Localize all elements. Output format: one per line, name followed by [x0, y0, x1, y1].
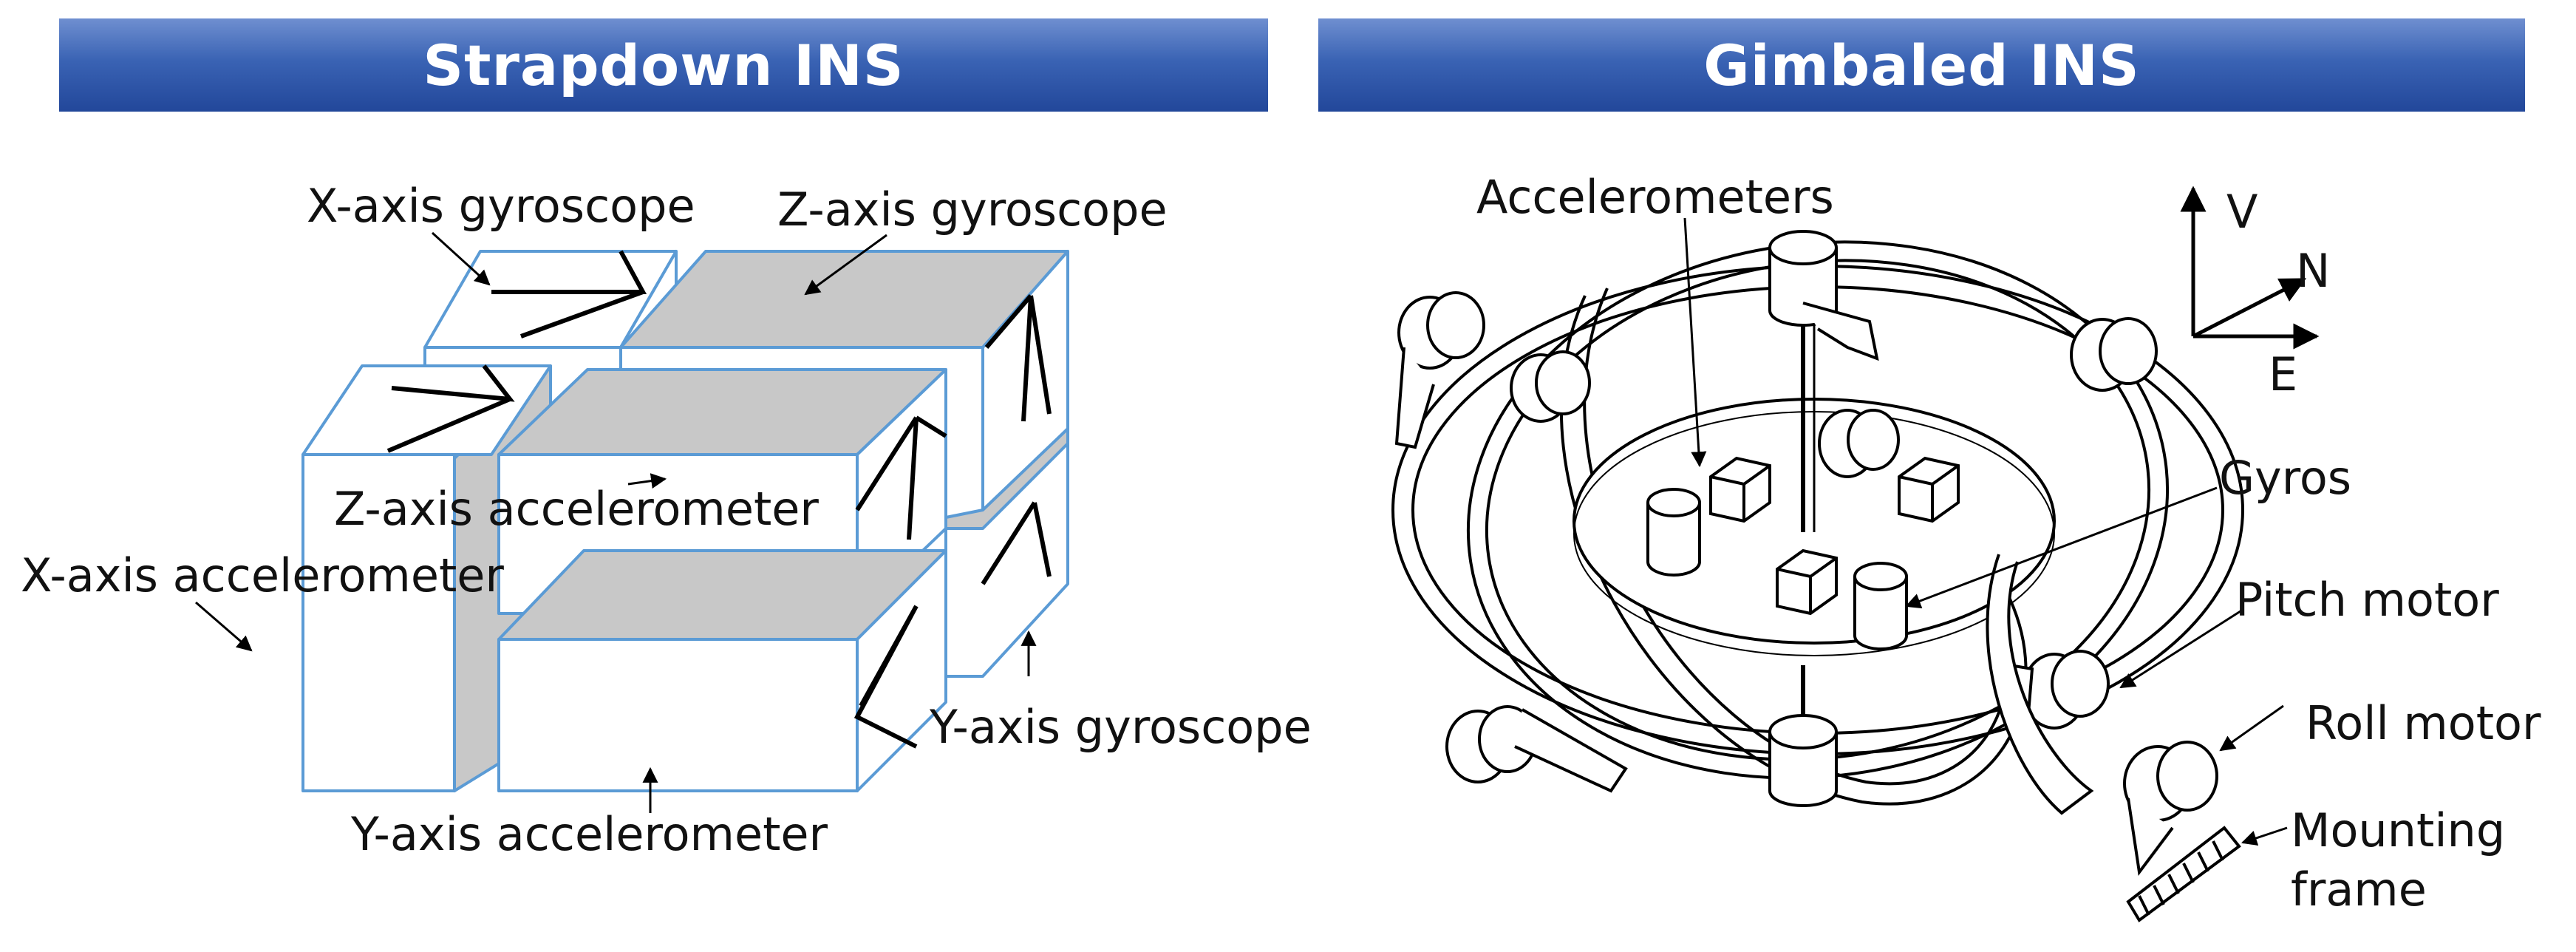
gimbaled-title-banner: Gimbaled INS — [1318, 18, 2525, 112]
accelerometers-label: Accelerometers — [1476, 170, 1834, 224]
e-axis-label: E — [2269, 347, 2297, 401]
gimbaled-labels: Accelerometers Gyros Pitch motor Roll mo… — [1476, 170, 2541, 917]
gyros-label: Gyros — [2219, 451, 2351, 505]
gyro-cylinder-1 — [1646, 488, 1701, 577]
z-gyroscope-arrow — [804, 234, 887, 296]
top-motor — [1768, 230, 1879, 361]
gimbaled-title: Gimbaled INS — [1703, 32, 2140, 98]
z-accelerometer-label: Z-axis accelerometer — [334, 482, 819, 536]
accelerometer-cube-1 — [1709, 456, 1771, 523]
n-axis-label: N — [2296, 244, 2330, 298]
y-gyroscope-label: Y-axis gyroscope — [929, 700, 1312, 754]
left-motor-bottom — [1445, 705, 1628, 793]
strapdown-title-banner: Strapdown INS — [59, 18, 1268, 112]
mounting-frame-label-line2: frame — [2291, 863, 2427, 917]
x-accelerometer-block — [301, 364, 552, 792]
platform-sensors — [1646, 409, 1960, 650]
sensor-marks — [386, 250, 1052, 749]
gyro-cylinder-2 — [1853, 562, 1908, 650]
left-motor-upper — [1394, 291, 1485, 449]
mounting-frame-arrow — [2241, 826, 2288, 846]
z-accelerometer-arrow — [627, 473, 667, 489]
y-accelerometer-label: Y-axis accelerometer — [350, 807, 828, 861]
z-gyroscope-label: Z-axis gyroscope — [777, 183, 1168, 237]
x-accelerometer-label: X-axis accelerometer — [21, 548, 504, 602]
roll-motor-arrow — [2219, 704, 2284, 752]
roll-motor-label: Roll motor — [2306, 696, 2541, 750]
accelerometer-cube-2 — [1898, 456, 1960, 523]
mounting-frame — [2126, 826, 2241, 922]
axis-indicator — [2180, 186, 2320, 350]
x-accelerometer-arrow — [195, 601, 253, 652]
y-accelerometer-block — [497, 549, 947, 792]
x-gyroscope-arrow — [431, 231, 491, 286]
roll-motor — [2123, 741, 2218, 877]
strapdown-title: Strapdown INS — [423, 32, 904, 98]
accelerometers-arrow — [1683, 217, 1707, 468]
left-motor-lower — [1510, 350, 1591, 423]
gyros-arrow — [1905, 486, 2218, 609]
strapdown-arrows — [195, 231, 1037, 813]
pitch-motor — [1986, 554, 2110, 815]
n-axis-arrow — [2192, 277, 2307, 339]
accelerometer-cube-3 — [1776, 548, 1838, 616]
v-axis-label: V — [2226, 185, 2258, 239]
mounting-frame-label-line1: Mounting — [2291, 803, 2505, 857]
gyro-cylinder-3 — [1818, 409, 1900, 478]
strapdown-labels: X-axis gyroscope Z-axis gyroscope Z-axis… — [21, 179, 1312, 861]
gimbal-motors — [1394, 230, 2241, 922]
x-gyroscope-label: X-axis gyroscope — [307, 179, 695, 233]
bottom-motor — [1768, 714, 1838, 807]
right-motor-upper — [2070, 317, 2158, 392]
pitch-motor-label: Pitch motor — [2235, 573, 2499, 627]
gimbaled-arrows — [1683, 217, 2288, 846]
pitch-motor-arrow — [2119, 608, 2243, 689]
